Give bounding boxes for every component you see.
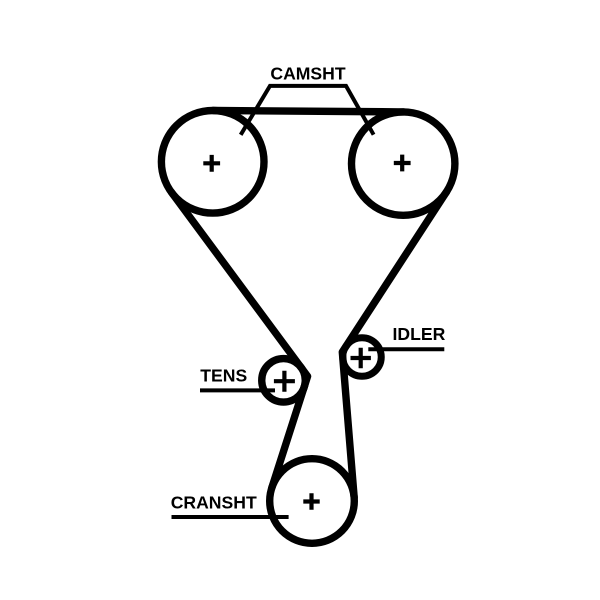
svg-text:CRANSHT: CRANSHT	[171, 493, 257, 513]
svg-text:CAMSHT: CAMSHT	[270, 64, 346, 84]
svg-text:TENS: TENS	[200, 366, 247, 386]
svg-text:IDLER: IDLER	[393, 324, 446, 344]
